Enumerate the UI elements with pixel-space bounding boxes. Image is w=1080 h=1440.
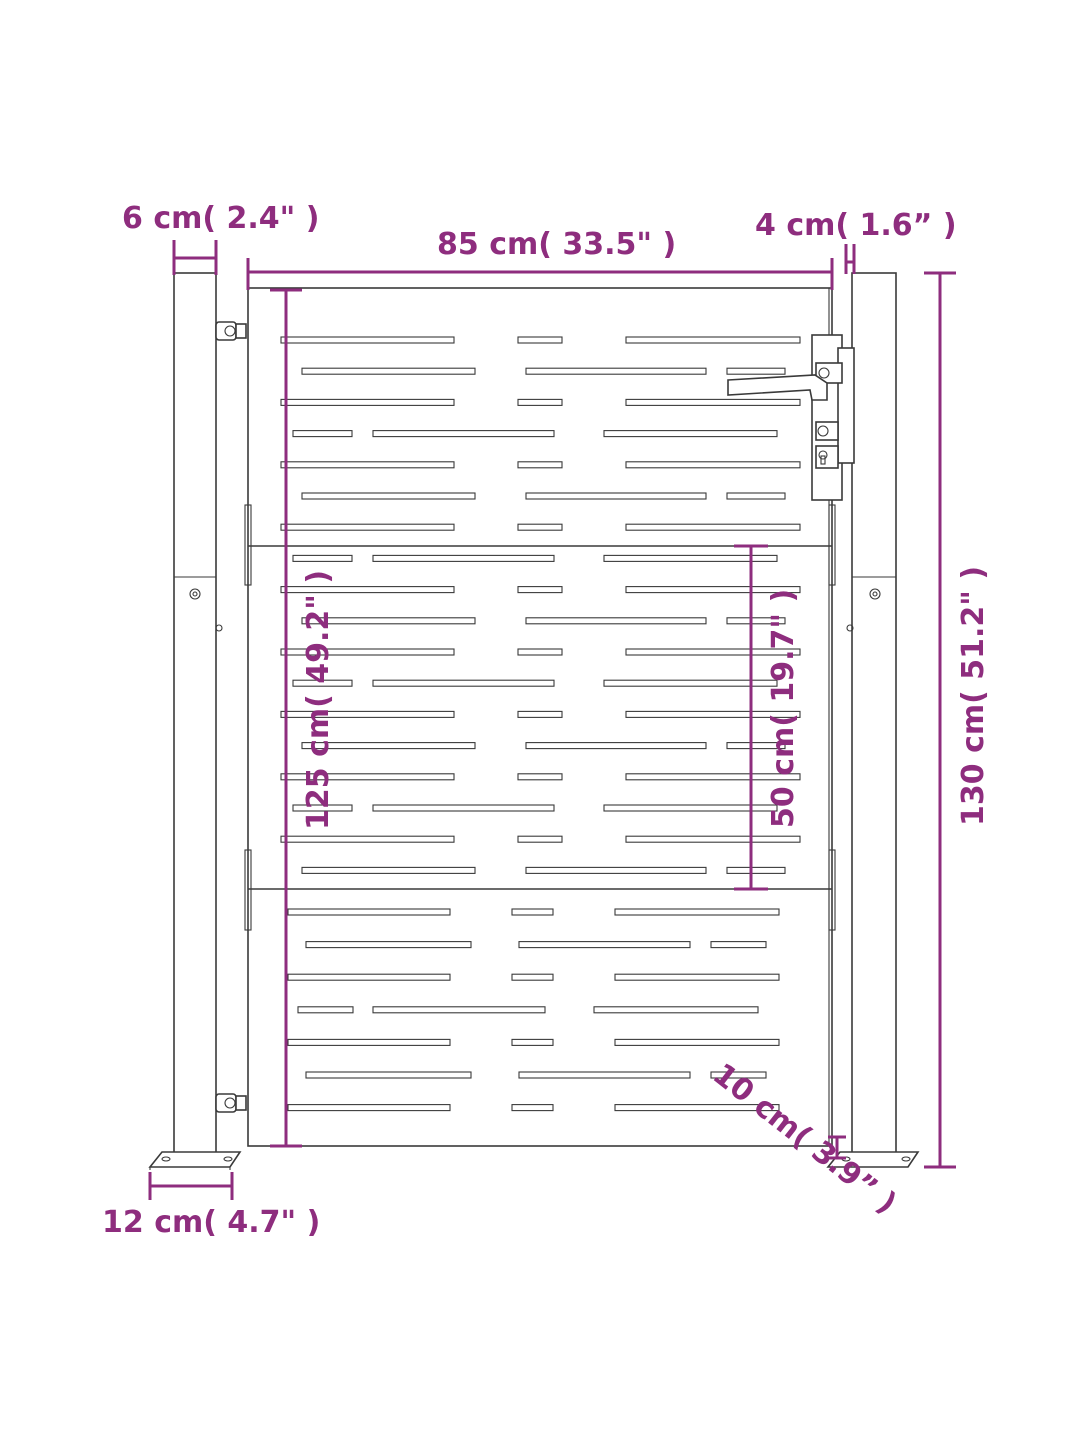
slot (726, 367, 786, 375)
slot (292, 554, 353, 562)
slot (517, 835, 563, 843)
handle-icon (727, 362, 843, 401)
base-plate-label: 12 cm( 4.7" ) (102, 1205, 320, 1240)
post-width-label: 6 cm( 2.4" ) (122, 201, 319, 236)
slot (625, 523, 801, 531)
slot (625, 398, 801, 406)
slot (301, 367, 476, 375)
hinge-icon (215, 321, 247, 341)
slot (625, 835, 801, 843)
slot (517, 773, 563, 781)
slot (614, 973, 780, 981)
slot (301, 492, 476, 500)
slot (525, 492, 707, 500)
slot (511, 1104, 554, 1112)
slot (287, 1104, 451, 1112)
slot (372, 554, 555, 562)
slot (603, 430, 778, 438)
slot (625, 773, 801, 781)
slot (517, 586, 563, 594)
slot (726, 866, 786, 874)
slot (525, 617, 707, 625)
slot (625, 461, 801, 469)
slot (287, 1038, 451, 1046)
gap-width-label: 4 cm( 1.6” ) (755, 208, 957, 243)
slot (372, 679, 555, 687)
slot (301, 742, 476, 750)
slot (292, 430, 353, 438)
slot (603, 679, 778, 687)
slot (614, 1038, 780, 1046)
left-post (148, 272, 242, 1170)
slot (372, 430, 555, 438)
slot (305, 1071, 472, 1079)
hinge-icon (215, 1093, 247, 1113)
slot (614, 908, 780, 916)
panel-height-label: 50 cm( 19.7" ) (766, 589, 801, 828)
slot (726, 492, 786, 500)
slot (280, 398, 455, 406)
lock-icon (811, 334, 855, 501)
slot (297, 1006, 354, 1014)
slot (301, 866, 476, 874)
slot (511, 973, 554, 981)
slot (372, 1006, 546, 1014)
slot (287, 973, 451, 981)
slot (372, 804, 555, 812)
slot (305, 941, 472, 949)
slot (517, 710, 563, 718)
slot (710, 1071, 767, 1079)
slot (525, 866, 707, 874)
slot (603, 554, 778, 562)
slot-pattern (280, 336, 801, 1112)
slot (517, 461, 563, 469)
slot (511, 1038, 554, 1046)
total-height-label: 130 cm( 51.2" ) (956, 566, 991, 826)
slot (280, 461, 455, 469)
slot (280, 648, 455, 656)
slot (511, 908, 554, 916)
slot (517, 398, 563, 406)
slot (625, 336, 801, 344)
slot (603, 804, 778, 812)
slot (525, 367, 707, 375)
right-post (826, 272, 920, 1168)
slot (726, 742, 786, 750)
slot (292, 679, 353, 687)
slot (593, 1006, 759, 1014)
slot (517, 336, 563, 344)
slot (625, 710, 801, 718)
slot (614, 1104, 780, 1112)
slot (280, 835, 455, 843)
slot (726, 617, 786, 625)
slot (280, 586, 455, 594)
gate-width-label: 85 cm( 33.5" ) (437, 227, 676, 262)
slot (525, 742, 707, 750)
slot (517, 648, 563, 656)
slot (292, 804, 353, 812)
slot (280, 523, 455, 531)
slot (280, 710, 455, 718)
slot (710, 941, 767, 949)
slot (625, 648, 801, 656)
slot (287, 908, 451, 916)
gate-height-label: 125 cm( 49.2" ) (301, 570, 336, 830)
slot (518, 941, 691, 949)
slot (625, 586, 801, 594)
slot (517, 523, 563, 531)
slot (280, 336, 455, 344)
dimension-lines (148, 240, 956, 1200)
slot (280, 773, 455, 781)
slot (301, 617, 476, 625)
slot (518, 1071, 691, 1079)
